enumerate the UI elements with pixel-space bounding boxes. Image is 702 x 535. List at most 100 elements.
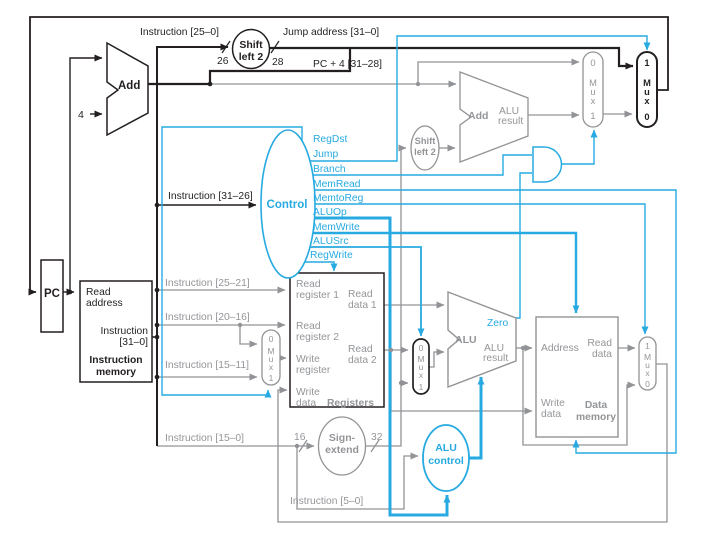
reg-writedata-l2: data xyxy=(296,398,316,409)
alusrc-mux-0: 0 xyxy=(419,343,424,353)
dot-bus-imem xyxy=(154,334,160,340)
signal-branch: Branch xyxy=(313,164,346,175)
imem-title-l1: Instruction xyxy=(89,355,142,366)
alu-control-unit xyxy=(422,424,470,492)
reg-writereg-l2: register xyxy=(296,365,331,376)
label-32: 32 xyxy=(371,432,383,443)
regdst-mux-1: 1 xyxy=(269,373,274,383)
label-jump-address: Jump address [31–0] xyxy=(283,27,379,38)
alusrc-mux-1: 1 xyxy=(419,382,424,392)
branch-mux xyxy=(582,51,604,128)
wire-aluop xyxy=(314,216,451,517)
dot-15-0 xyxy=(294,443,300,449)
slash-28 xyxy=(270,40,280,54)
dmem-title-l1: Data xyxy=(585,400,608,411)
branch-mux-x: x xyxy=(591,96,596,106)
dot-bus-15-11 xyxy=(154,374,160,380)
wire-and-out xyxy=(561,129,598,165)
dmem-readdata-l1: Read xyxy=(587,338,612,349)
reg-readreg2-l1: Read xyxy=(296,321,321,332)
branch-adder xyxy=(459,71,529,163)
wire-regwrite xyxy=(303,261,338,272)
shift-left-2-gray xyxy=(410,125,440,171)
dot-bus-25-21 xyxy=(154,287,160,293)
wire-alusrc-mux-out xyxy=(429,348,445,368)
wire-pc-to-add xyxy=(69,54,103,292)
jump-mux-0: 0 xyxy=(644,112,649,122)
jump-mux-labels: 1 M u x 0 xyxy=(643,58,651,122)
memtoreg-mux xyxy=(638,336,657,391)
jump-mux-u: u xyxy=(644,87,650,97)
instruction-memory xyxy=(79,280,153,383)
dmem-title-l2: memory xyxy=(576,412,616,423)
sign-extend-unit xyxy=(317,416,367,476)
label-width-26: 26 xyxy=(217,56,229,67)
dot-20-16 xyxy=(237,322,243,328)
control-wires xyxy=(161,35,677,517)
signal-memtoreg: MemtoReg xyxy=(313,193,364,204)
imem-read-l1: Read xyxy=(86,287,111,298)
shift-left-2-top xyxy=(231,28,271,70)
wire-memread xyxy=(314,189,677,454)
signal-memwrite: MemWrite xyxy=(313,222,360,233)
branch-adder-result-l1: ALU xyxy=(499,106,519,117)
wire-pc4-to-branch-mux0 xyxy=(417,58,580,84)
wire-alusrc xyxy=(310,246,425,337)
wire-memwrite xyxy=(313,231,580,314)
shift2-l1: Shift xyxy=(415,136,436,146)
dmem-readdata-l2: data xyxy=(592,349,612,360)
imem-instr-l1: Instruction xyxy=(100,326,148,337)
reg-readreg2-l2: register 2 xyxy=(296,332,339,343)
wire-writeback xyxy=(277,363,668,523)
reg-writereg-l1: Write xyxy=(296,354,320,365)
jump-mux-1: 1 xyxy=(644,58,649,68)
label-control: Control xyxy=(267,199,308,211)
pc-register xyxy=(40,259,64,333)
alu-zero: Zero xyxy=(487,318,508,329)
label-16: 16 xyxy=(294,432,306,443)
data-memory-block xyxy=(535,316,619,438)
wire-jump xyxy=(310,35,651,162)
memtoreg-mux-m: M xyxy=(644,352,651,362)
wire-instruction-bus xyxy=(156,43,229,446)
alusrc-mux-u: u xyxy=(419,362,424,372)
alusrc-mux xyxy=(412,338,430,395)
branch-mux-m: M xyxy=(589,78,597,88)
label-instr-20-16: Instruction [20–16] xyxy=(165,312,250,323)
slash-32 xyxy=(370,439,380,453)
jump-mux xyxy=(636,51,658,128)
label-shift-top-l1: Shift xyxy=(239,39,263,51)
dot-pc4 xyxy=(207,81,213,87)
shift2-l2: left 2 xyxy=(414,147,436,157)
wire-alu-result-bypass xyxy=(522,348,636,446)
imem-title-l2: memory xyxy=(96,367,136,378)
alusrc-mux-labels: 0 M u x 1 xyxy=(417,343,424,392)
wire-alu-control-out xyxy=(469,376,485,460)
label-shift-top-l2: left 2 xyxy=(239,51,264,63)
dmem-writedata-l1: Write xyxy=(541,398,565,409)
junction-dots xyxy=(67,81,526,449)
branch-adder-result-l2: result xyxy=(498,116,523,127)
label-instr-15-0: Instruction [15–0] xyxy=(165,433,244,444)
label-instruction-25-0: Instruction [25–0] xyxy=(140,27,219,38)
black-wires xyxy=(28,16,669,446)
blocks xyxy=(40,28,658,492)
reg-readdata2-l2: data 2 xyxy=(348,355,377,366)
dot-bus-20-16 xyxy=(154,322,160,328)
dot-read-data2 xyxy=(388,347,394,353)
dot-pc-out xyxy=(67,289,73,295)
wire-instr-20-16-to-mux xyxy=(239,325,258,348)
alu-control-l2: control xyxy=(428,455,464,467)
label-four: 4 xyxy=(78,109,84,121)
alusrc-mux-m: M xyxy=(417,354,424,364)
control-unit xyxy=(260,129,316,279)
alu-result-l1: ALU xyxy=(484,343,504,354)
regdst-mux-x: x xyxy=(269,362,274,372)
memtoreg-mux-0: 0 xyxy=(645,379,650,389)
reg-title: Registers xyxy=(327,398,374,409)
signal-regwrite: RegWrite xyxy=(310,250,353,261)
pc-adder xyxy=(106,41,149,137)
main-alu xyxy=(447,290,517,389)
label-add: Add xyxy=(118,80,140,92)
